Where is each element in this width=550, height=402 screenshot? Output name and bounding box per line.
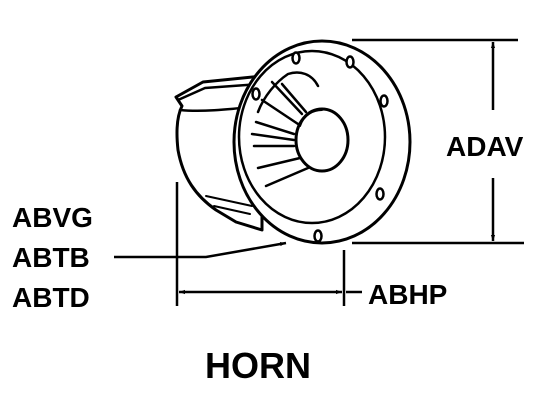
mount-hole-icon — [379, 94, 389, 108]
housing-seam — [205, 195, 253, 207]
mount-hole-icon — [345, 55, 355, 69]
diagram-title: HORN — [205, 345, 311, 386]
label-abvg: ABVG — [12, 202, 93, 233]
dimension-lines — [114, 38, 524, 306]
mounting-holes — [251, 51, 389, 243]
label-abtd: ABTD — [12, 282, 90, 313]
mount-hole-icon — [291, 51, 301, 65]
horn-illustration — [174, 39, 412, 245]
label-abhp: ABHP — [368, 279, 447, 310]
throat-vanes — [250, 80, 310, 188]
mount-hole-icon — [375, 187, 385, 201]
mount-hole-icon — [251, 87, 261, 101]
throat-shading — [299, 109, 323, 127]
housing-seam — [176, 82, 262, 102]
abtb-leader — [114, 241, 287, 259]
mount-hole-icon — [313, 229, 323, 243]
label-adav: ADAV — [446, 131, 524, 162]
bell-inner-edge — [256, 71, 320, 114]
housing-seam — [213, 205, 251, 215]
label-abtb: ABTB — [12, 242, 90, 273]
